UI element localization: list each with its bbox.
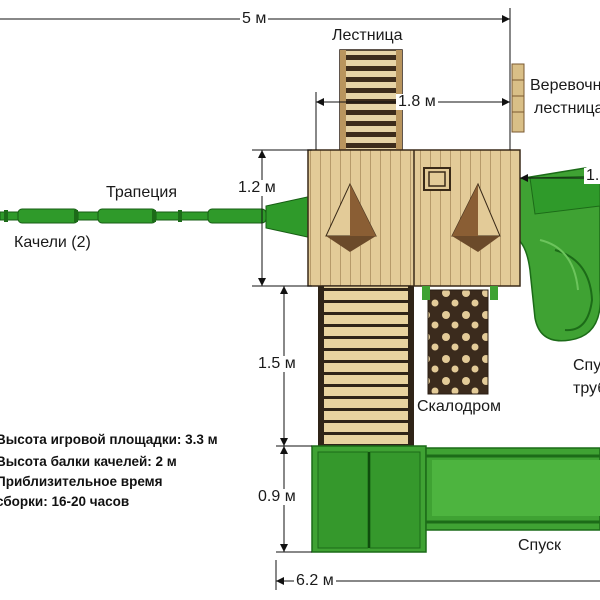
label-rope-ladder-line2: лестница	[534, 100, 600, 117]
dim-total-width-top: 5 м	[240, 10, 269, 27]
label-swings: Качели (2)	[14, 234, 91, 251]
spec-playset-height: Высота игровой площадки: 3.3 м	[0, 432, 218, 447]
ramp	[318, 285, 414, 447]
straight-slide	[425, 447, 600, 531]
label-ladder: Лестница	[332, 27, 403, 44]
tube-slide	[511, 167, 600, 342]
lower-deck	[311, 445, 427, 553]
upper-deck	[307, 149, 521, 287]
spec-assembly-time-line2: сборки: 16-20 часов	[0, 494, 130, 509]
dim-deck-depth: 1.2 м	[236, 179, 278, 196]
dim-ramp-length: 1.5 м	[256, 355, 298, 372]
label-rope-ladder-line1: Веревочная	[530, 77, 600, 94]
ladder	[339, 49, 403, 151]
climbing-wall	[422, 286, 498, 395]
dimension-arrows	[258, 15, 528, 585]
dim-tube-offset: 1.5 м	[584, 168, 600, 184]
label-climbing-wall: Скалодром	[417, 398, 501, 415]
swing-beam	[0, 195, 313, 239]
dim-lower-deck: 0.9 м	[256, 488, 298, 505]
spec-swing-beam-height: Высота балки качелей: 2 м	[0, 454, 177, 469]
spec-assembly-time-line1: Приблизительное время	[0, 474, 163, 489]
rope-ladder	[511, 63, 525, 133]
dim-total-width-bottom: 6.2 м	[294, 572, 336, 589]
label-trapeze: Трапеция	[106, 184, 177, 201]
label-tube-slide-line1: Спуск	[573, 357, 600, 374]
label-tube-slide-line2: труба	[573, 380, 600, 397]
label-slide: Спуск	[518, 537, 562, 554]
dim-ladder-offset: 1.8 м	[396, 93, 438, 110]
